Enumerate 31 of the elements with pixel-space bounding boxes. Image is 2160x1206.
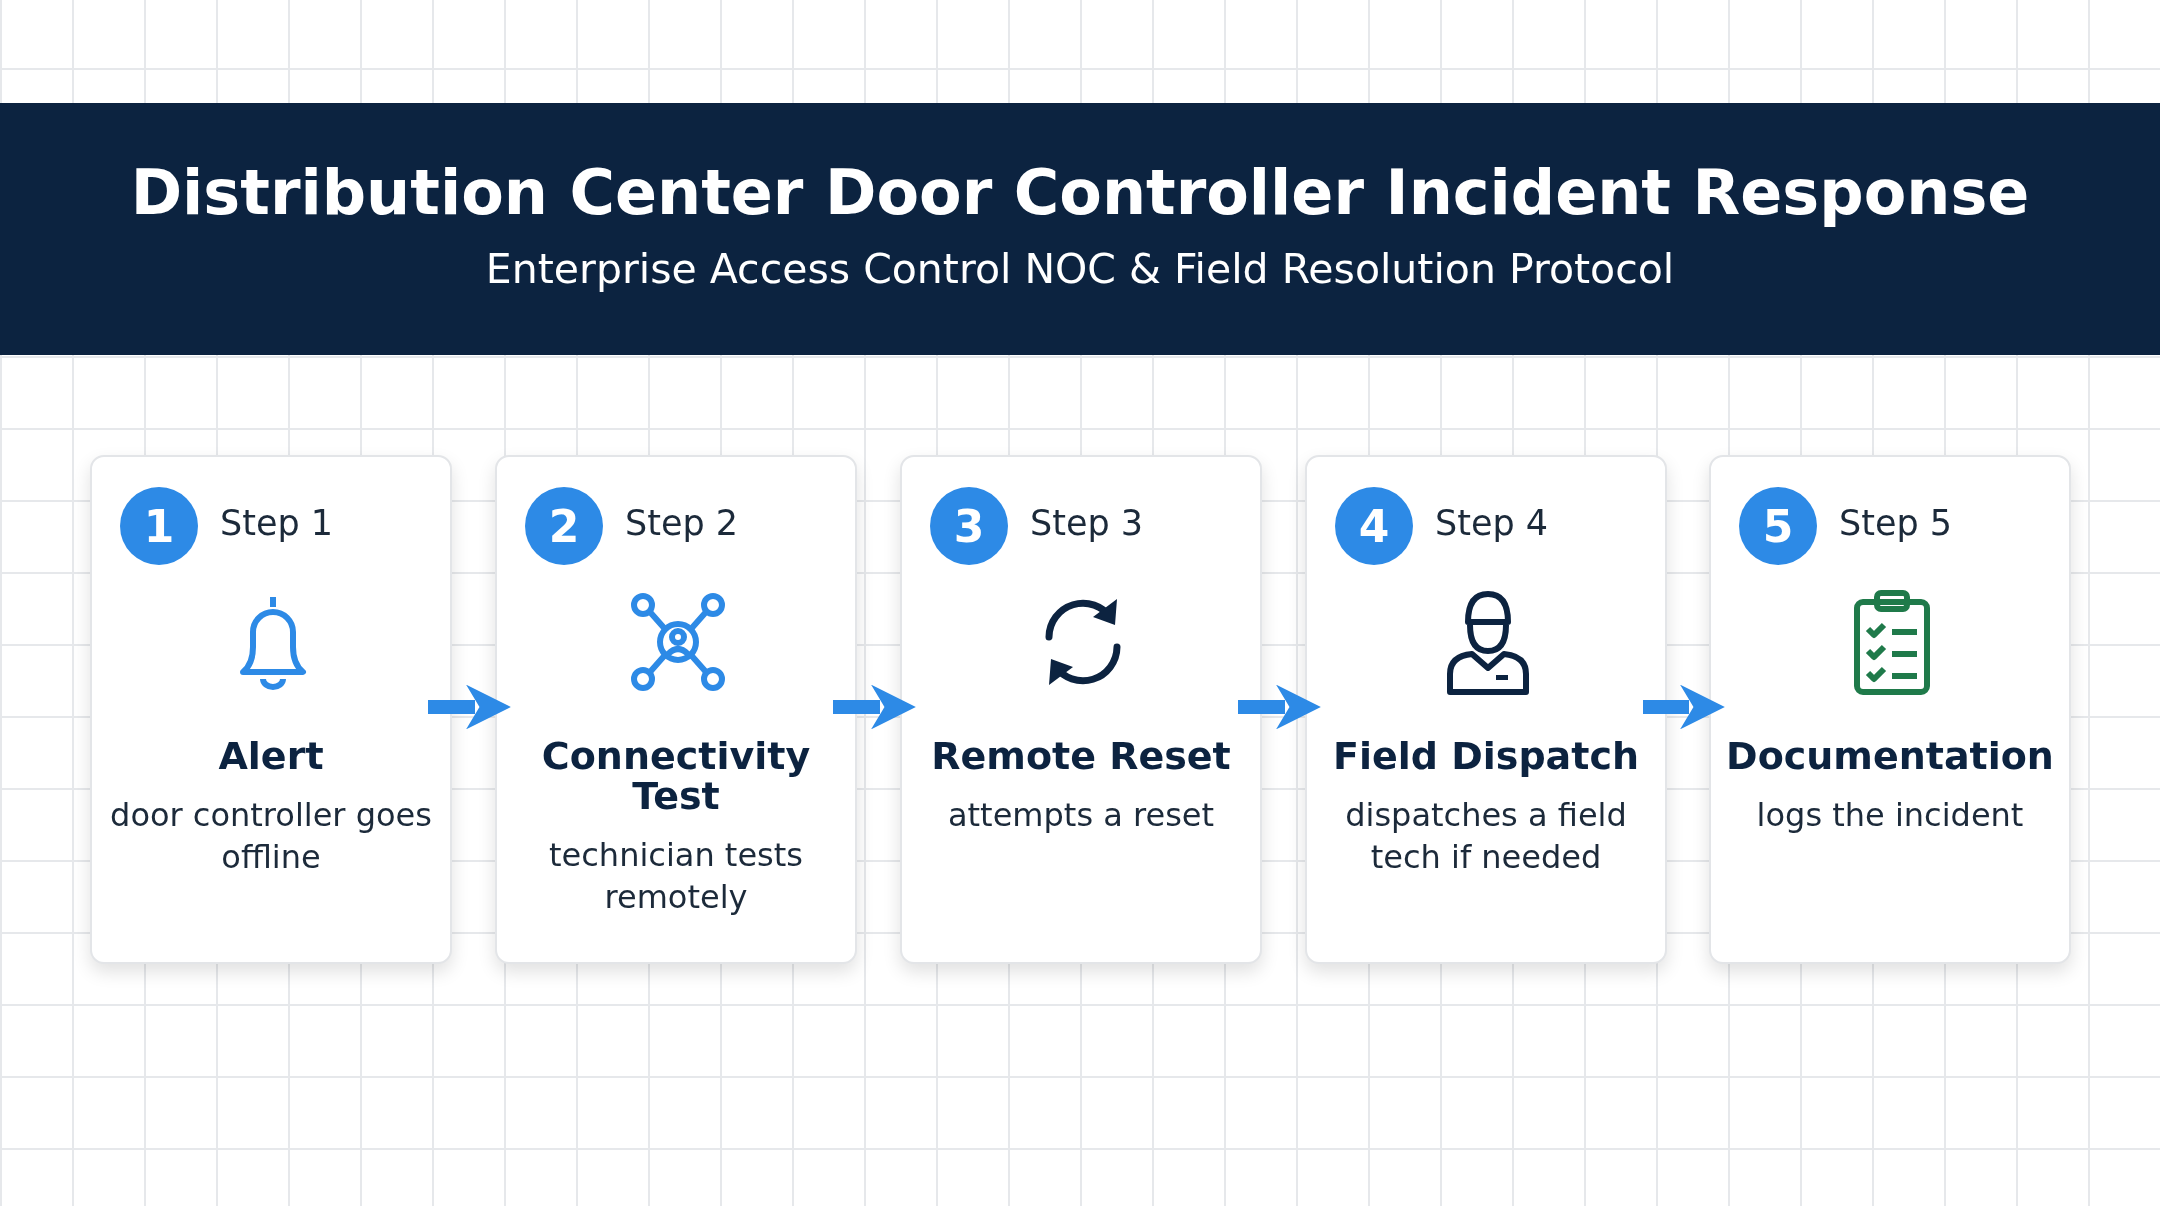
step-label: Step 1: [220, 503, 334, 543]
step-heading: Remote Reset: [930, 737, 1232, 777]
step-description: attempts a reset: [946, 795, 1216, 836]
step-heading: Connectivity Test: [540, 737, 812, 817]
step-description: logs the incident: [1755, 795, 2025, 836]
step-label: Step 4: [1435, 503, 1549, 543]
arrow: [1238, 684, 1321, 730]
step-label: Step 2: [625, 503, 739, 543]
arrow: [833, 684, 916, 730]
title: Distribution Center Door Controller Incident Response: [129, 156, 2031, 229]
arrow: [428, 684, 511, 730]
step-description: technician tests remotely: [548, 835, 804, 918]
step-label: Step 3: [1030, 503, 1144, 543]
subtitle: Enterprise Access Control NOC & Field Resolution Protocol: [484, 245, 1676, 293]
step-description: door controller goes offline: [109, 795, 433, 878]
step-card: [1709, 455, 2071, 964]
step-number-badge: 2: [525, 487, 603, 565]
step-heading: Field Dispatch: [1332, 737, 1640, 777]
step-description: dispatches a field tech if needed: [1344, 795, 1628, 878]
step-heading: Alert: [217, 737, 325, 777]
step-number-badge: 5: [1739, 487, 1817, 565]
step-heading: Documentation: [1725, 737, 2055, 777]
step-number-badge: 4: [1335, 487, 1413, 565]
step-number-badge: 3: [930, 487, 1008, 565]
arrow: [1643, 684, 1725, 730]
step-card: [1305, 455, 1667, 964]
step-card: [495, 455, 857, 964]
step-number-badge: 1: [120, 487, 198, 565]
step-label: Step 5: [1839, 503, 1953, 543]
step-card: [90, 455, 452, 964]
step-card: [900, 455, 1262, 964]
